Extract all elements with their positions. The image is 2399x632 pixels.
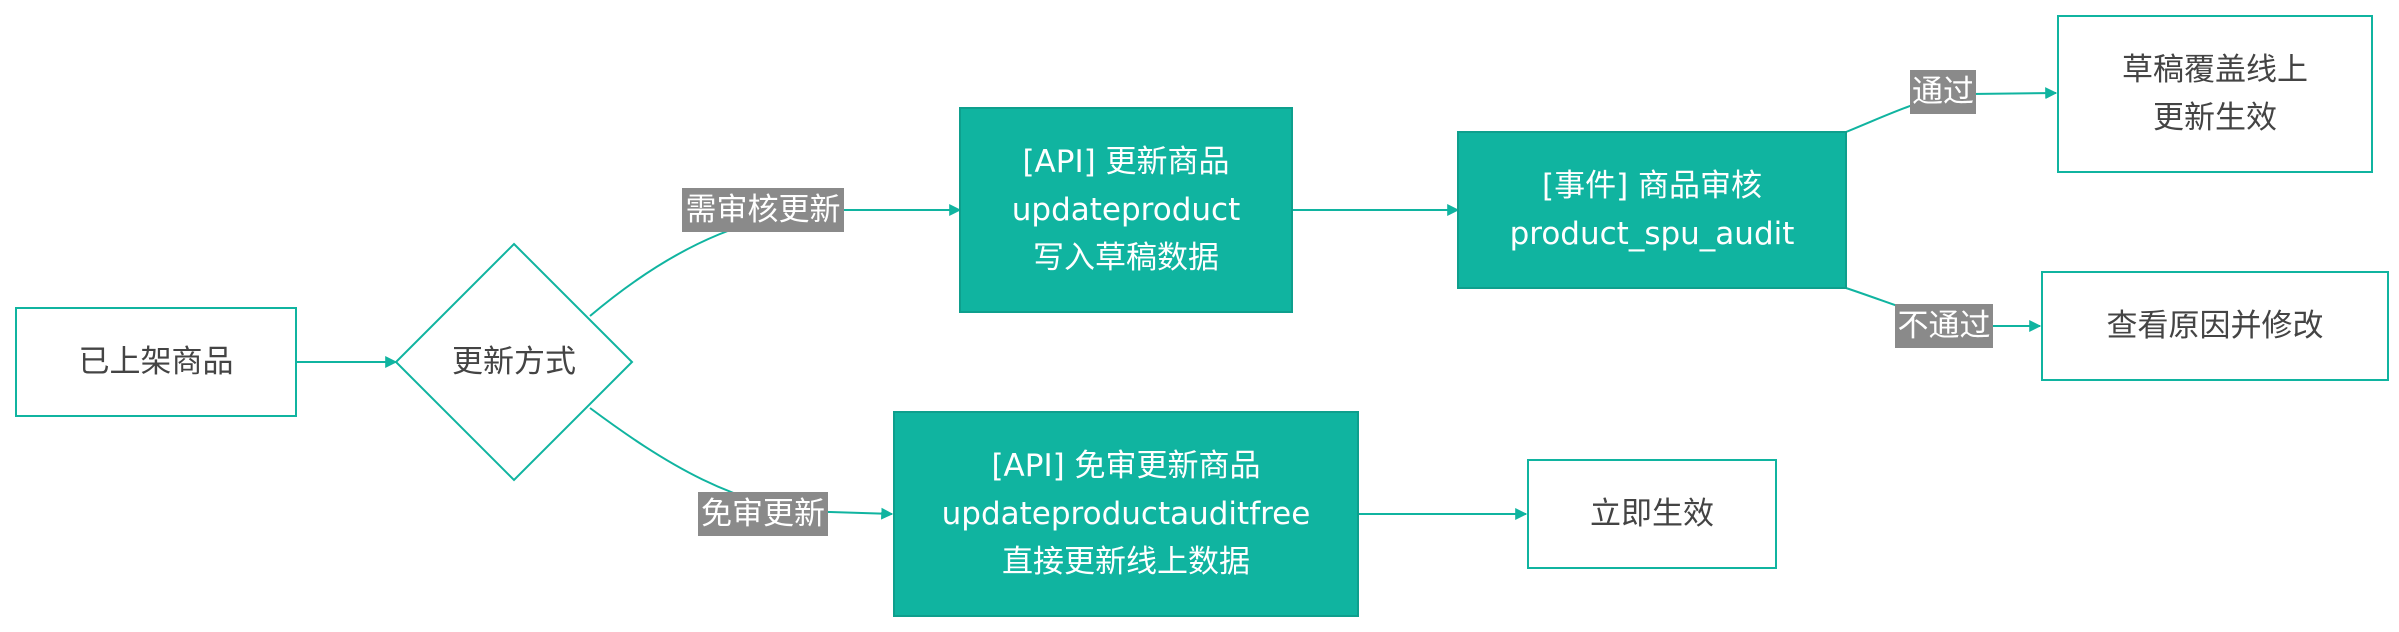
node-label-line-2: updateproduct [1012,192,1240,228]
node-immediate-effect: 立即生效 [1527,459,1777,569]
node-listed-product: 已上架商品 [15,307,297,417]
edge-label-text: 不通过 [1898,308,1991,344]
node-label-line-2: updateproductauditfree [942,496,1311,532]
node-draft-effective: 草稿覆盖线上 更新生效 [2057,15,2373,173]
node-label: 查看原因并修改 [2107,308,2324,344]
edge-label-text: 需审核更新 [686,192,841,228]
node-label: 已上架商品 [79,344,234,380]
node-label-line-1: [API] 更新商品 [1022,144,1229,180]
node-api-update-product: [API] 更新商品 updateproduct 写入草稿数据 [959,107,1293,313]
node-check-reason: 查看原因并修改 [2041,271,2389,381]
node-label-line-2: 更新生效 [2153,100,2277,136]
node-label-line-1: [API] 免审更新商品 [991,448,1260,484]
node-label-line-3: 直接更新线上数据 [1002,544,1250,580]
node-label-line-1: [事件] 商品审核 [1542,168,1762,204]
edge-label-audit-free: 免审更新 [698,492,828,536]
node-audit-event: [事件] 商品审核 product_spu_audit [1457,131,1847,289]
node-label-line-3: 写入草稿数据 [1033,240,1219,276]
node-update-method-decision: 更新方式 [394,242,634,482]
edge-label-rejected: 不通过 [1895,304,1993,348]
node-label: 立即生效 [1590,496,1714,532]
node-label-line-1: 草稿覆盖线上 [2122,52,2308,88]
node-label: 更新方式 [452,344,576,380]
node-api-free-update: [API] 免审更新商品 updateproductauditfree 直接更新… [893,411,1359,617]
edge-label-needs-audit: 需审核更新 [682,188,844,232]
edge-label-text: 通过 [1912,74,1974,110]
edge-label-passed: 通过 [1910,70,1976,114]
edge-label-text: 免审更新 [701,496,825,532]
node-label-line-2: product_spu_audit [1510,216,1795,252]
